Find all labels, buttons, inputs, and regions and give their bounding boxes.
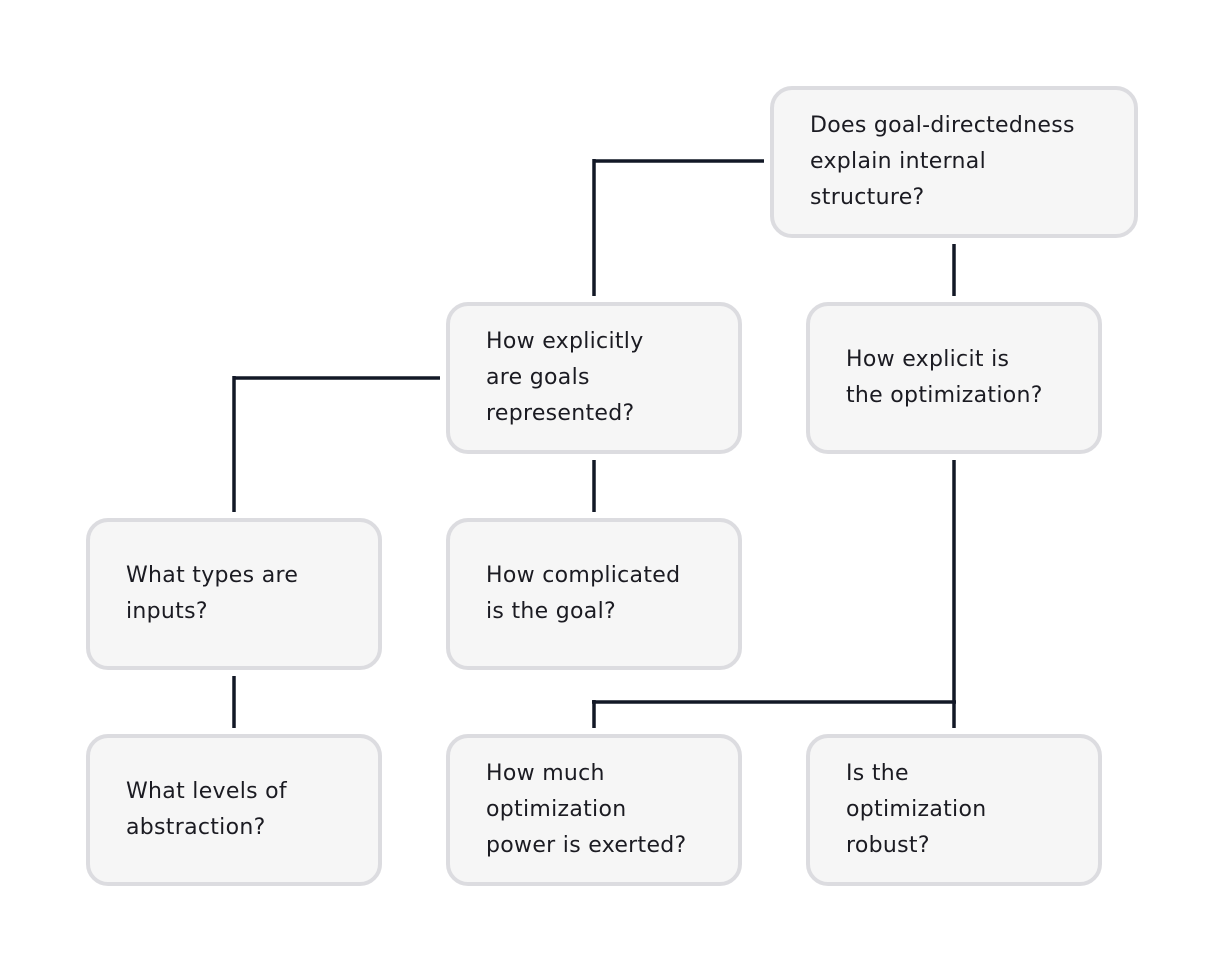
node-goal-complexity[interactable]: How complicated is the goal? <box>446 518 742 670</box>
node-optimization-power-label: How much optimization power is exerted? <box>486 761 687 858</box>
node-optimization-robust[interactable]: Is the optimization robust? <box>806 734 1102 886</box>
node-goals-represented[interactable]: How explicitly are goals represented? <box>446 302 742 454</box>
node-goals-represented-label: How explicitly are goals represented? <box>486 329 644 426</box>
node-abstraction-levels-label: What levels of abstraction? <box>126 779 287 840</box>
node-optimization-power[interactable]: How much optimization power is exerted? <box>446 734 742 886</box>
node-explicit-optimization-label: How explicit is the optimization? <box>846 347 1043 408</box>
node-root-label: Does goal-directedness explain internal … <box>810 113 1075 210</box>
node-explicit-optimization[interactable]: How explicit is the optimization? <box>806 302 1102 454</box>
node-input-types-label: What types are inputs? <box>126 563 299 624</box>
node-root[interactable]: Does goal-directedness explain internal … <box>770 86 1138 238</box>
node-abstraction-levels[interactable]: What levels of abstraction? <box>86 734 382 886</box>
node-goal-complexity-label: How complicated is the goal? <box>486 563 681 624</box>
node-optimization-robust-label: Is the optimization robust? <box>846 761 987 858</box>
node-input-types[interactable]: What types are inputs? <box>86 518 382 670</box>
